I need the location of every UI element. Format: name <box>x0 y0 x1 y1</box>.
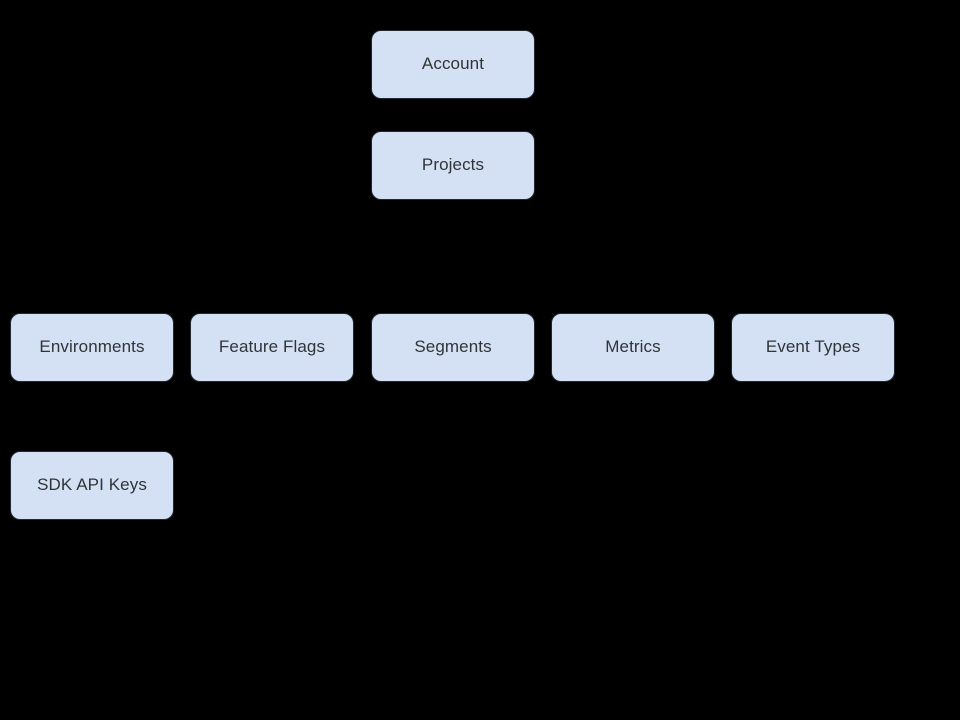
node-label-environments: Environments <box>39 337 145 357</box>
node-label-event-types: Event Types <box>765 337 861 357</box>
edge-projects-to-event-types <box>452 200 814 313</box>
node-label-metrics: Metrics <box>605 337 661 357</box>
node-projects[interactable]: Projects <box>371 131 535 200</box>
node-label-sdk-api-keys: SDK API Keys <box>37 475 147 495</box>
edge-projects-to-metrics <box>452 200 634 313</box>
node-segments[interactable]: Segments <box>371 313 535 382</box>
node-feature-flags[interactable]: Feature Flags <box>190 313 354 382</box>
node-label-feature-flags: Feature Flags <box>218 337 326 357</box>
edge-projects-to-environments <box>91 200 454 313</box>
node-label-segments: Segments <box>414 337 492 357</box>
node-environments[interactable]: Environments <box>10 313 174 382</box>
node-account[interactable]: Account <box>371 30 535 99</box>
node-metrics[interactable]: Metrics <box>551 313 715 382</box>
node-label-projects: Projects <box>421 155 485 175</box>
edge-projects-to-feature-flags <box>271 200 454 313</box>
node-event-types[interactable]: Event Types <box>731 313 895 382</box>
node-label-account: Account <box>421 54 485 74</box>
node-sdk-api-keys[interactable]: SDK API Keys <box>10 451 174 520</box>
